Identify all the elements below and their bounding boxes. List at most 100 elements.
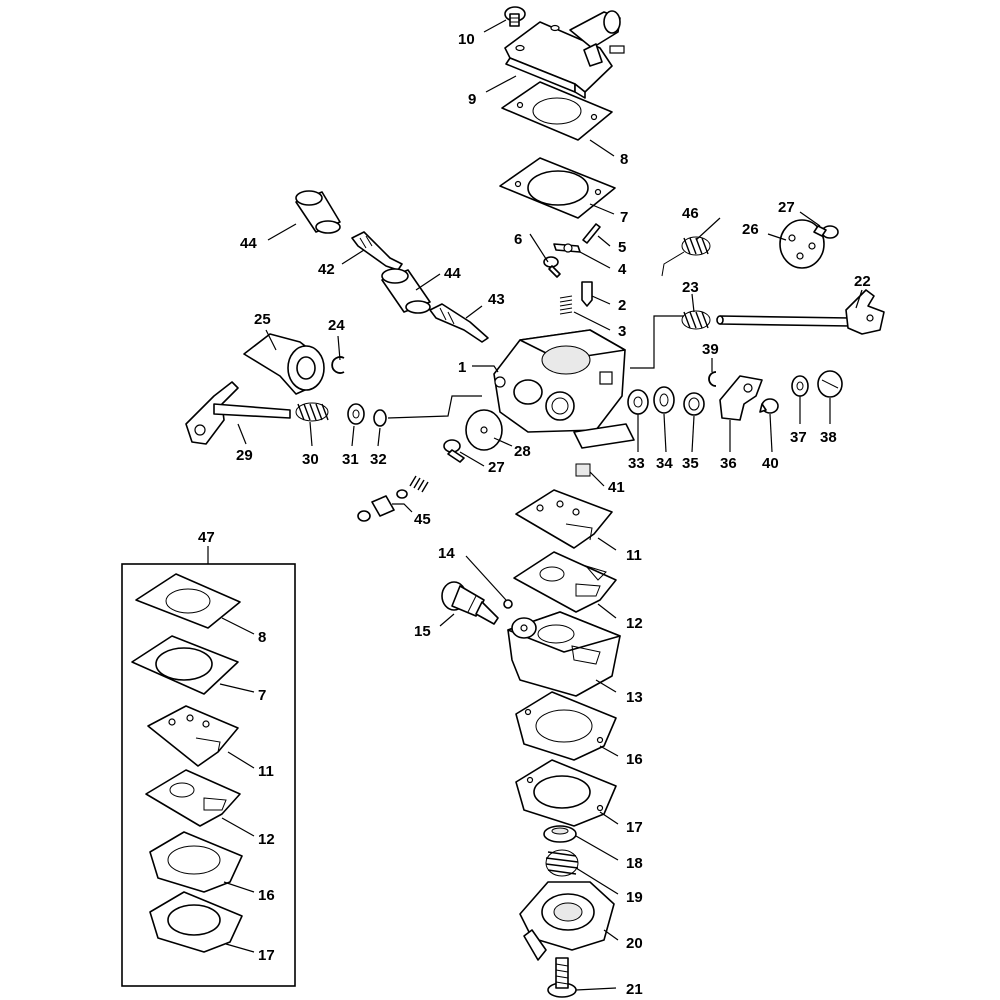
callout-43: 43 <box>488 291 505 308</box>
part-throttle-shaft-29 <box>185 381 291 445</box>
part-spring-3 <box>559 295 573 315</box>
callout-36: 36 <box>720 455 737 472</box>
part-disc-18 <box>543 825 577 843</box>
kit-callout-16: 16 <box>258 887 275 904</box>
part-disc-28 <box>465 409 503 451</box>
part-throttle-housing-25 <box>243 333 325 395</box>
part-jet-43 <box>429 303 489 343</box>
callout-25: 25 <box>254 311 271 328</box>
part-screw-27-lower <box>443 439 465 463</box>
part-spring-23 <box>681 310 711 330</box>
callout-45: 45 <box>414 511 431 528</box>
part-pump-cover-20 <box>519 881 615 961</box>
callout-18: 18 <box>626 855 643 872</box>
callout-47: 47 <box>198 529 215 546</box>
part-spring-30 <box>295 402 329 422</box>
callout-7: 7 <box>620 209 628 226</box>
part-ring-33 <box>627 389 649 415</box>
part-screw-15 <box>441 581 499 625</box>
part-pin-5 <box>582 223 601 244</box>
leader-lines <box>219 19 863 991</box>
kit-diaphragm-16 <box>149 831 243 893</box>
part-pump-body-13 <box>507 611 621 697</box>
callout-21: 21 <box>626 981 643 998</box>
part-gasket-12 <box>513 551 617 613</box>
callout-22: 22 <box>854 273 871 290</box>
callout-8: 8 <box>620 151 628 168</box>
part-gasket-7 <box>499 157 616 219</box>
callout-33: 33 <box>628 455 645 472</box>
kit-box <box>121 546 296 987</box>
callout-13: 13 <box>626 689 643 706</box>
part-lever-36 <box>719 375 763 421</box>
part-gasket-17 <box>515 759 617 827</box>
callout-3: 3 <box>618 323 626 340</box>
part-diaphragm-8 <box>501 81 613 141</box>
part-ball-14 <box>503 599 513 609</box>
callout-44-lower: 44 <box>444 265 461 282</box>
callout-42: 42 <box>318 261 335 278</box>
callout-2: 2 <box>618 297 626 314</box>
callout-30: 30 <box>302 451 319 468</box>
callout-16: 16 <box>626 751 643 768</box>
callout-29: 29 <box>236 447 253 464</box>
callout-20: 20 <box>626 935 643 952</box>
callout-28: 28 <box>514 443 531 460</box>
part-ring-32 <box>373 409 387 427</box>
part-lever-4 <box>553 243 581 253</box>
part-valve-set-45 <box>357 475 429 522</box>
part-carburetor-body-1 <box>493 329 635 449</box>
callout-labels: 10 9 8 7 46 27 26 6 5 4 44 42 44 22 23 4… <box>198 31 871 998</box>
part-screw-10 <box>504 6 526 27</box>
callout-27-upper: 27 <box>778 199 795 216</box>
kit-gasket-12 <box>145 769 241 827</box>
callout-15: 15 <box>414 623 431 640</box>
callout-1: 1 <box>458 359 466 376</box>
kit-gasket-17 <box>149 891 243 953</box>
part-diaphragm-16 <box>515 691 617 761</box>
callout-4: 4 <box>618 261 627 278</box>
callout-24: 24 <box>328 317 345 334</box>
callout-10: 10 <box>458 31 475 48</box>
callout-34: 34 <box>656 455 673 472</box>
part-needle-2 <box>581 281 593 307</box>
callout-12: 12 <box>626 615 643 632</box>
callout-17: 17 <box>626 819 643 836</box>
callout-32: 32 <box>370 451 387 468</box>
part-washer-31 <box>347 403 365 425</box>
part-screw-6 <box>543 256 561 278</box>
kit-gasket-7 <box>131 635 239 695</box>
callout-40: 40 <box>762 455 779 472</box>
part-clip-24 <box>331 356 345 374</box>
callout-31: 31 <box>342 451 359 468</box>
part-washer-37 <box>791 375 809 397</box>
part-spring-46 <box>661 236 711 277</box>
kit-callout-8: 8 <box>258 629 266 646</box>
callout-38: 38 <box>820 429 837 446</box>
callout-9: 9 <box>468 91 476 108</box>
kit-callout-7: 7 <box>258 687 266 704</box>
part-clip-39 <box>708 371 717 387</box>
kit-callout-12: 12 <box>258 831 275 848</box>
callout-23: 23 <box>682 279 699 296</box>
part-jet-42 <box>351 231 403 271</box>
callout-27-lower: 27 <box>488 459 505 476</box>
part-pump-cover-9 <box>504 10 625 99</box>
callout-39: 39 <box>702 341 719 358</box>
callout-26: 26 <box>742 221 759 238</box>
kit-diaphragm-8 <box>135 573 241 629</box>
callout-44-upper: 44 <box>240 235 257 252</box>
callout-6: 6 <box>514 231 522 248</box>
part-disc-26 <box>779 219 825 269</box>
callout-19: 19 <box>626 889 643 906</box>
callout-11: 11 <box>626 547 642 564</box>
part-ring-35 <box>683 392 705 416</box>
kit-callout-11: 11 <box>258 763 274 780</box>
callout-37: 37 <box>790 429 807 446</box>
callout-5: 5 <box>618 239 626 256</box>
part-ring-34 <box>653 386 675 414</box>
part-limiter-cap-44-lower <box>381 268 431 314</box>
part-screw-27-upper <box>813 225 839 239</box>
